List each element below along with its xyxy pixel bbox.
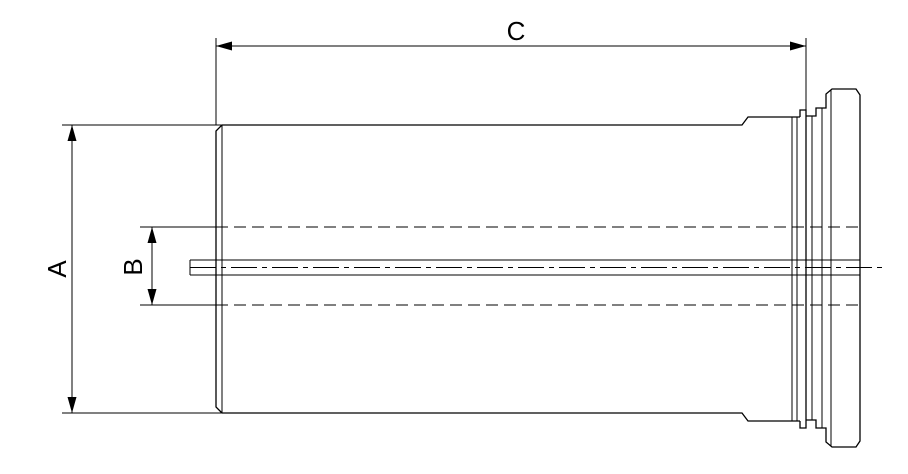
axis: [189, 259, 882, 276]
dimension-a: A: [42, 124, 222, 414]
body-bottom-edge: [222, 412, 800, 422]
dim-b-label: B: [118, 258, 148, 275]
body-top-edge: [222, 116, 800, 126]
b-arrow-bottom: [147, 289, 157, 305]
dim-c-label: C: [507, 16, 526, 46]
a-arrow-bottom: [67, 397, 77, 413]
a-arrow-top: [67, 125, 77, 141]
dim-a-label: A: [42, 260, 72, 278]
bore: [216, 226, 860, 306]
flange-neck: [799, 109, 807, 429]
c-arrow-right: [790, 41, 806, 51]
b-arrow-top: [147, 227, 157, 243]
body-left-end: [215, 124, 223, 414]
c-arrow-left: [216, 41, 232, 51]
dimension-b: B: [118, 226, 216, 306]
dimension-c: C: [215, 16, 807, 125]
sleeve-body: [215, 116, 800, 422]
